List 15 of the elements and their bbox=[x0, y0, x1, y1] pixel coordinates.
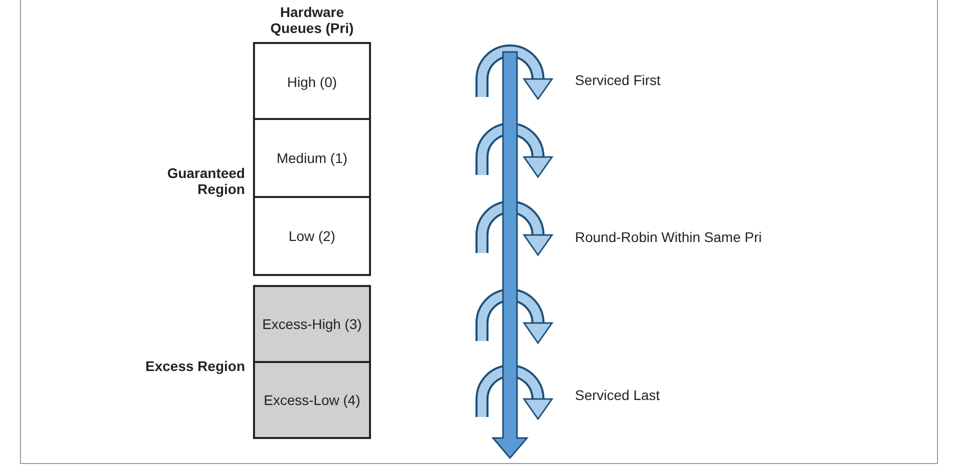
queue-name: Medium (1) bbox=[276, 150, 348, 166]
annotation-text: Serviced Last bbox=[575, 387, 661, 403]
queue-name: Low (2) bbox=[288, 228, 336, 244]
queue-box bbox=[253, 361, 371, 439]
queue-box bbox=[253, 118, 371, 198]
column-heading: Hardware Queues (Pri) bbox=[269, 4, 355, 36]
queue-name: Excess-Low (4) bbox=[264, 392, 360, 408]
region-label: Excess Region bbox=[144, 358, 245, 374]
queue-name: Excess-High (3) bbox=[262, 316, 362, 332]
queue-box bbox=[253, 285, 371, 363]
queue-name: High (0) bbox=[287, 74, 337, 90]
annotation-text: Round-Robin Within Same Pri bbox=[575, 229, 763, 245]
region-label: Guaranteed Region bbox=[166, 165, 245, 197]
queue-box bbox=[253, 196, 371, 276]
annotation-text: Serviced First bbox=[575, 72, 662, 88]
